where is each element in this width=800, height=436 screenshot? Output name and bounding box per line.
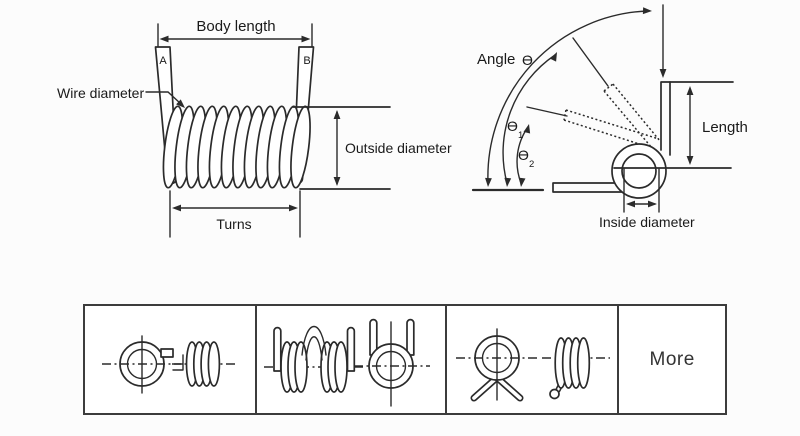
body-length-extension-ticks	[157, 23, 313, 51]
crossed-leg-torsion-spring-icon	[455, 328, 610, 402]
length-label: Length	[702, 119, 748, 136]
theta2-leader-line	[526, 106, 568, 117]
angle-theta-symbol: Ɵ	[522, 52, 533, 68]
outside-diameter-reference-lines	[292, 106, 391, 190]
spring-coil-body	[162, 105, 311, 189]
wire-diameter-leader-line	[145, 91, 182, 105]
theta1-symbol: Ɵ	[507, 118, 518, 134]
coil-outer-circle	[611, 143, 667, 199]
deflected-leg-theta1-dashed	[603, 83, 661, 149]
spring-type-cell-2	[257, 306, 447, 413]
spring-side-view-diagram: Body length A B Wire diameter	[57, 18, 452, 238]
double-torsion-spring-icon	[264, 318, 431, 407]
deflected-leg-theta2-dashed	[563, 109, 660, 150]
theta1-arc	[502, 54, 556, 184]
theta1-subscript: 1	[518, 130, 523, 141]
coil-inner-circle	[621, 153, 657, 189]
outside-diameter-label: Outside diameter	[345, 140, 452, 156]
spring-front-view-angle-diagram: Length Inside diameter Angle Ɵ Ɵ 1 Ɵ 2	[471, 4, 748, 230]
leg-b-label: B	[303, 55, 310, 67]
angle-label: Angle	[477, 51, 515, 68]
spring-type-cell-1	[85, 306, 258, 413]
single-torsion-spring-icon	[101, 335, 238, 394]
turns-extension-lines	[169, 190, 301, 238]
theta2-subscript: 2	[529, 159, 534, 170]
leg-a-label: A	[159, 55, 167, 67]
wire-diameter-label: Wire diameter	[57, 85, 144, 101]
turns-label: Turns	[216, 216, 251, 232]
inside-diameter-extension-lines	[623, 168, 660, 213]
theta1-leader-line	[572, 37, 609, 87]
angle-theta-arc	[487, 10, 649, 184]
spring-end-types-table: More	[83, 304, 727, 415]
theta2-symbol: Ɵ	[518, 147, 529, 163]
spring-type-cell-more[interactable]: More	[619, 306, 725, 413]
spring-type-cell-3	[447, 306, 620, 413]
more-label[interactable]: More	[649, 348, 695, 370]
body-length-label: Body length	[196, 18, 275, 35]
vertical-spring-leg	[660, 81, 671, 156]
torsion-spring-dimension-diagrams: Body length A B Wire diameter	[57, 4, 748, 238]
inside-diameter-label: Inside diameter	[599, 214, 695, 230]
